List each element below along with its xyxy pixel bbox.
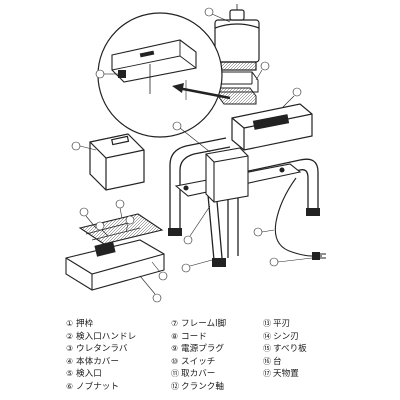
frame-feet [168,208,320,267]
feed-box-callouts [172,121,213,273]
cover-callout [71,141,97,151]
tray [65,213,165,291]
motor-housing [231,103,313,151]
upper-tank [214,4,260,71]
hopper-callout [255,61,270,81]
cord-callouts [253,227,313,267]
feed-box [205,147,249,203]
tank-callout [204,7,231,23]
detail-arrow [172,83,231,100]
power-cord [274,177,322,257]
tray-callouts [79,199,168,303]
power-plug [312,252,326,260]
switch-callout [281,87,302,109]
cover-piece [89,133,145,191]
detail-magnifier [95,12,223,138]
